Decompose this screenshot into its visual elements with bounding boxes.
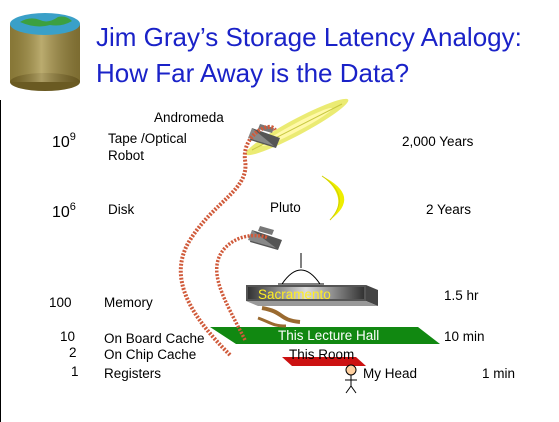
observatory-dome bbox=[278, 253, 324, 285]
count-label-onboard-cache: 10 bbox=[60, 329, 76, 344]
lecture-hall-shape bbox=[210, 327, 440, 344]
latency-path bbox=[261, 306, 301, 324]
latency-path bbox=[215, 233, 269, 341]
place-label-pluto: Pluto bbox=[270, 200, 301, 215]
slide-left-border bbox=[0, 100, 1, 422]
device-label-registers: Registers bbox=[104, 366, 162, 381]
count-label-memory: 100 bbox=[49, 295, 72, 310]
place-label-head: My Head bbox=[363, 366, 418, 381]
galaxy-icon bbox=[245, 98, 349, 156]
latency-path bbox=[257, 316, 287, 328]
latency-path bbox=[178, 124, 277, 357]
exponent-label-disk: 106 bbox=[52, 201, 76, 221]
place-label-andromeda: Andromeda bbox=[154, 110, 224, 125]
count-label-onchip-cache: 2 bbox=[69, 345, 77, 360]
exponent-label-tape: 109 bbox=[52, 131, 76, 151]
device-label-disk: Disk bbox=[108, 202, 135, 217]
time-label-onboard-cache: 10 min bbox=[444, 329, 485, 344]
time-label-memory: 1.5 hr bbox=[444, 288, 479, 303]
time-label-registers: 1 min bbox=[482, 366, 516, 381]
time-label-tape: 2,000 Years bbox=[402, 134, 474, 149]
slide-title-line1: Jim Gray’s Storage Latency Analogy: bbox=[96, 22, 522, 52]
slide-title-line2: How Far Away is the Data? bbox=[96, 58, 410, 88]
device-label-tape-line2: Robot bbox=[108, 148, 145, 163]
crescent-moon-icon bbox=[321, 175, 345, 221]
device-label-onchip-cache: On Chip Cache bbox=[104, 347, 197, 362]
device-label-onboard-cache: On Board Cache bbox=[104, 331, 205, 346]
disk-database-icon bbox=[10, 13, 80, 91]
count-label-registers: 1 bbox=[71, 364, 79, 379]
room-shape bbox=[282, 357, 366, 366]
stick-figure-icon bbox=[345, 364, 357, 394]
place-label-room: This Room bbox=[289, 347, 355, 362]
sacramento-box bbox=[246, 285, 378, 306]
time-label-disk: 2 Years bbox=[426, 202, 472, 217]
place-label-lecture-hall: This Lecture Hall bbox=[278, 328, 380, 343]
place-label-sacramento: Sacramento bbox=[258, 287, 331, 302]
device-label-memory: Memory bbox=[104, 295, 153, 310]
device-label-tape: Tape /Optical bbox=[108, 131, 187, 146]
